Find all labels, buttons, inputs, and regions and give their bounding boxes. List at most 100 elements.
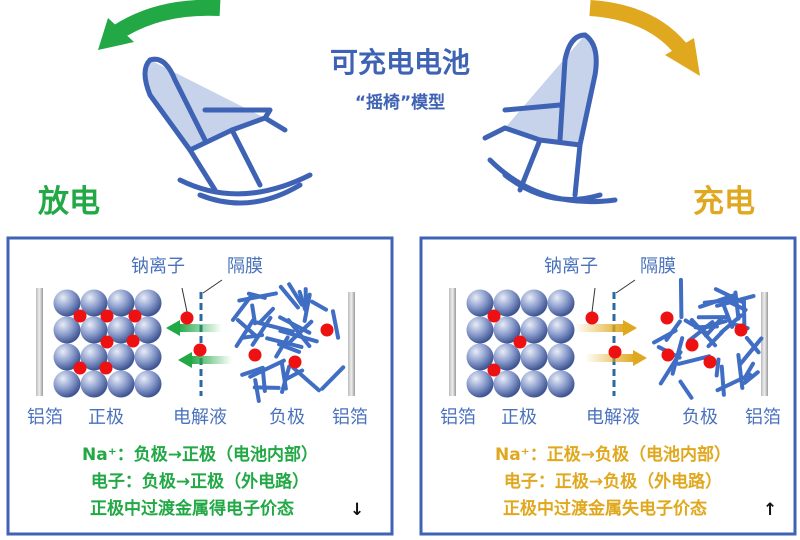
rocking-chair-right-icon (482, 32, 618, 205)
anode-label: 负极 (682, 407, 718, 428)
sodium-ion (585, 311, 599, 325)
sodium-ion (288, 355, 302, 369)
cathode-particle (107, 343, 135, 371)
sodium-ion (513, 335, 527, 349)
cathode-particle (134, 343, 162, 371)
anode-carbon-stick (287, 282, 304, 307)
cathode-particle (80, 370, 108, 398)
anode-carbon-stick (250, 315, 273, 347)
cathode-particle (80, 316, 108, 344)
anode-carbon-stick (678, 379, 694, 400)
anode-carbon-stick (736, 352, 745, 390)
anode-carbon-stick (698, 293, 736, 309)
anode-carbon-stick (719, 364, 726, 397)
sodium-ion (193, 343, 207, 357)
foil-right-label: 铝箔 (745, 407, 781, 428)
separator-label: 隔膜 (640, 256, 676, 277)
anode-carbon-stick (689, 317, 718, 348)
sodium-ion (703, 355, 717, 369)
cathode-particle (134, 316, 162, 344)
cathode-particle (134, 289, 162, 317)
charge-panel: 钠离子隔膜铝箔正极电解液负极铝箔Na⁺：正极→负极（电池内部）电子：正极→负极（… (419, 236, 797, 536)
cathode-particle (493, 289, 521, 317)
sodium-ion (248, 348, 262, 362)
cathode-particle (493, 343, 521, 371)
cathode-particle (80, 343, 108, 371)
cathode-particle (547, 370, 575, 398)
anode-carbon-stick (283, 368, 305, 382)
cathode-particle (520, 343, 548, 371)
anode-carbon-stick (255, 320, 295, 334)
foil-left-label: 铝箔 (440, 407, 476, 428)
discharge-curved-arrow-icon (98, 0, 221, 50)
anode-carbon-stick (658, 350, 683, 386)
anode-carbon-stick (714, 357, 721, 378)
anode-carbon-stick (715, 372, 753, 393)
charge-curved-arrow-icon (589, 0, 700, 76)
cathode-particle (466, 343, 494, 371)
cathode-particle (134, 370, 162, 398)
anode-carbon-stick (248, 358, 286, 379)
anode-carbon-stick (287, 319, 314, 345)
cathode-particle (547, 343, 575, 371)
cathode-particle (107, 316, 135, 344)
cathode-particle (520, 289, 548, 317)
cathode-particle (107, 370, 135, 398)
anode-carbon-stick (274, 335, 290, 359)
sodium-ion (487, 309, 501, 323)
aluminum-foil-right (761, 292, 768, 396)
anode-carbon-stick (738, 336, 764, 367)
electron-direction-text: 电子：正极→负极（外电路） (504, 471, 722, 492)
cathode-particle (547, 289, 575, 317)
anode-carbon-stick (320, 365, 346, 391)
charge-heading: 充电 (693, 184, 755, 220)
anode-carbon-stick (252, 385, 281, 390)
sodium-ion (660, 311, 674, 325)
anode-carbon-stick (742, 370, 760, 385)
anode-carbon-stick (246, 291, 267, 300)
sodium-ion (661, 348, 675, 362)
rocking-chair-left-icon (142, 56, 313, 206)
sodium-ion (99, 361, 113, 375)
valence-change-text: 正极中过渡金属失电子价态 (503, 498, 707, 519)
title: 可充电电池 (330, 46, 470, 79)
ion-flow-arrow-icon (575, 320, 637, 336)
anode-carbon-stick (703, 316, 724, 338)
aluminum-foil-left (449, 288, 456, 396)
sodium-ion-direction-text: Na⁺：负极→正极（电池内部） (82, 444, 318, 465)
cathode-label: 正极 (501, 407, 537, 428)
sodium-ion (128, 309, 142, 323)
ion-label: 钠离子 (544, 256, 598, 277)
cathode-particle (466, 316, 494, 344)
sodium-ion (685, 338, 699, 352)
electrolyte-label: 电解液 (586, 407, 640, 428)
ion-callout-line (181, 287, 188, 313)
cathode-particle (80, 289, 108, 317)
electrolyte-label: 电解液 (173, 407, 227, 428)
ion-callout-line (591, 287, 596, 313)
sodium-ion (180, 311, 194, 325)
aluminum-foil-left (36, 288, 43, 396)
cathode-particle (493, 316, 521, 344)
cathode-particle (107, 289, 135, 317)
anode-carbon-stick (230, 292, 254, 322)
discharge-heading: 放电 (37, 184, 100, 220)
separator-callout-line (615, 279, 636, 294)
sodium-ion (73, 361, 87, 375)
anode-carbon-stick (330, 309, 341, 340)
subtitle: “摇椅”模型 (355, 92, 445, 113)
valence-trend-arrow-icon: ↑ (763, 500, 777, 520)
foil-left-label: 铝箔 (27, 407, 63, 428)
valence-trend-arrow-icon: ↓ (350, 500, 364, 520)
anode-carbon-stick (310, 299, 329, 312)
anode-carbon-stick (722, 297, 748, 312)
discharge-panel: 钠离子隔膜铝箔正极电解液负极铝箔Na⁺：负极→正极（电池内部）电子：负极→正极（… (6, 236, 394, 536)
sodium-ion (100, 309, 114, 323)
anode-carbon-stick (676, 354, 712, 366)
cathode-particle (547, 316, 575, 344)
anode-carbon-stick (235, 318, 257, 338)
foil-right-label: 铝箔 (332, 407, 368, 428)
sodium-ion (734, 323, 748, 337)
sodium-ion (487, 363, 501, 377)
